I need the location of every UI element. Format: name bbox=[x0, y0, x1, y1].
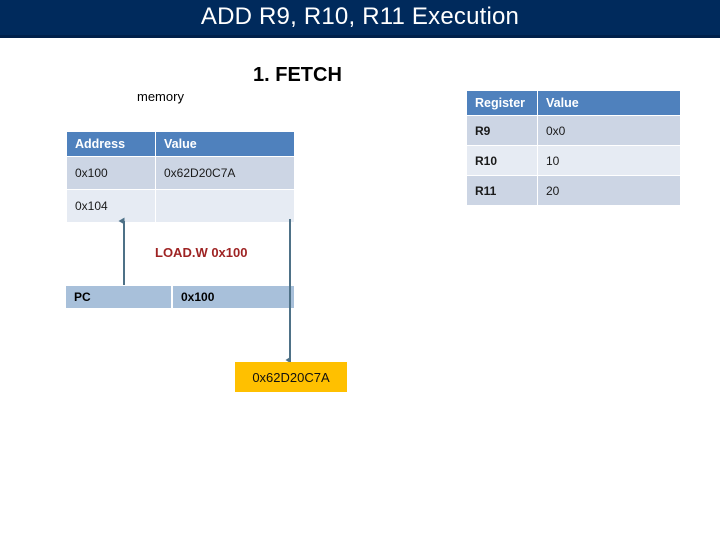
register-cell-name: R10 bbox=[467, 146, 537, 175]
memory-table-header-row: Address Value bbox=[67, 132, 294, 156]
memory-table: Address Value 0x100 0x62D20C7A 0x104 bbox=[66, 131, 295, 223]
register-cell-name: R9 bbox=[467, 116, 537, 145]
table-row: 0x104 bbox=[67, 190, 294, 222]
program-counter-label: PC bbox=[66, 286, 171, 308]
slide-title-bar: ADD R9, R10, R11 Execution bbox=[0, 0, 720, 38]
table-row: R9 0x0 bbox=[467, 116, 680, 145]
memory-cell-address: 0x100 bbox=[67, 157, 155, 189]
register-cell-value: 20 bbox=[538, 176, 680, 205]
register-table: Register Value R9 0x0 R10 10 R11 20 bbox=[466, 90, 681, 206]
register-column-name: Register bbox=[467, 91, 537, 115]
memory-column-value: Value bbox=[156, 132, 294, 156]
memory-cell-value bbox=[156, 190, 294, 222]
register-cell-name: R11 bbox=[467, 176, 537, 205]
memory-column-address: Address bbox=[67, 132, 155, 156]
program-counter-row: PC 0x100 bbox=[66, 286, 294, 308]
register-cell-value: 0x0 bbox=[538, 116, 680, 145]
memory-cell-address: 0x104 bbox=[67, 190, 155, 222]
register-table-header-row: Register Value bbox=[467, 91, 680, 115]
memory-caption: memory bbox=[137, 89, 184, 104]
register-cell-value: 10 bbox=[538, 146, 680, 175]
fetched-data-box: 0x62D20C7A bbox=[235, 362, 347, 392]
step-heading: 1. FETCH bbox=[253, 64, 342, 86]
program-counter-value: 0x100 bbox=[173, 286, 294, 308]
table-row: 0x100 0x62D20C7A bbox=[67, 157, 294, 189]
table-row: R11 20 bbox=[467, 176, 680, 205]
instruction-annotation: LOAD.W 0x100 bbox=[155, 245, 248, 260]
register-column-value: Value bbox=[538, 91, 680, 115]
table-row: R10 10 bbox=[467, 146, 680, 175]
memory-cell-value: 0x62D20C7A bbox=[156, 157, 294, 189]
page-title: ADD R9, R10, R11 Execution bbox=[200, 3, 520, 30]
